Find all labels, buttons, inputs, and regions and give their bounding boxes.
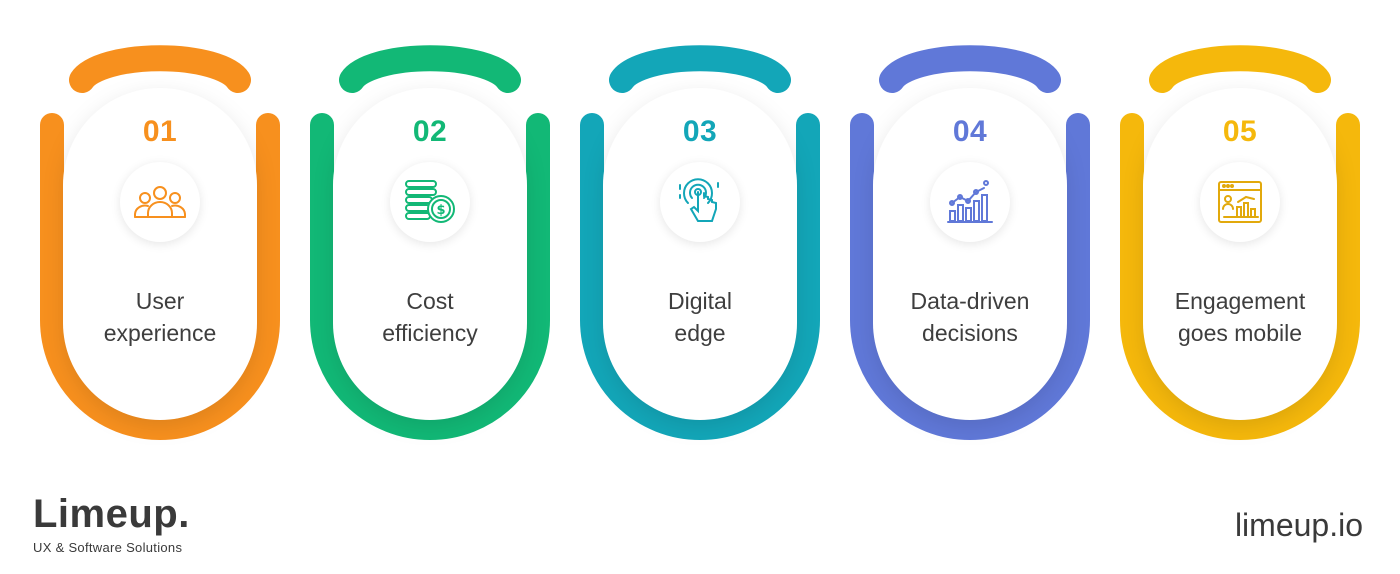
pill-frame <box>580 45 820 440</box>
step-number: 01 <box>142 115 178 148</box>
step-label-line2: goes mobile <box>1177 320 1303 346</box>
step-label-line1: Digital <box>668 288 732 314</box>
coins-dollar-icon: $ <box>390 162 470 242</box>
step-card-5: 05 Engagement goes mobile <box>1115 40 1365 460</box>
brand-logo[interactable]: Limeup. UX & Software Solutions <box>33 492 190 555</box>
step-label-line2: efficiency <box>382 320 478 346</box>
step-label-line1: Engagement <box>1174 288 1306 314</box>
step-card-2: 02 $ Cost efficiency <box>305 40 555 460</box>
pill-frame <box>1120 45 1360 440</box>
step-number: 02 <box>412 115 448 148</box>
step-number: 04 <box>952 115 988 148</box>
step-number: 05 <box>1222 115 1258 148</box>
step-card-1: 01 User experience <box>35 40 285 460</box>
users-group-icon <box>120 162 200 242</box>
step-number: 03 <box>682 115 718 148</box>
growth-chart-icon <box>930 162 1010 242</box>
step-label-line2: edge <box>674 320 726 346</box>
step-label-line1: Data-driven <box>910 288 1030 314</box>
touch-tap-icon <box>660 162 740 242</box>
svg-text:$: $ <box>436 203 445 218</box>
brand-tagline: UX & Software Solutions <box>33 540 183 555</box>
step-card-4: 04 Data-driven decisions <box>845 40 1095 460</box>
brand-name: Limeup. <box>33 492 190 536</box>
step-label-line1: Cost <box>406 288 454 314</box>
website-link[interactable]: limeup.io <box>1234 507 1363 543</box>
step-label-line1: User <box>135 288 185 314</box>
step-label-line2: decisions <box>922 320 1018 346</box>
step-card-3: 03 Digital edge <box>575 40 825 460</box>
analytics-screen-icon <box>1200 162 1280 242</box>
pill-frame <box>40 45 280 440</box>
step-label-line2: experience <box>103 320 217 346</box>
pill-frame <box>850 45 1090 440</box>
pill-frame <box>310 45 550 440</box>
